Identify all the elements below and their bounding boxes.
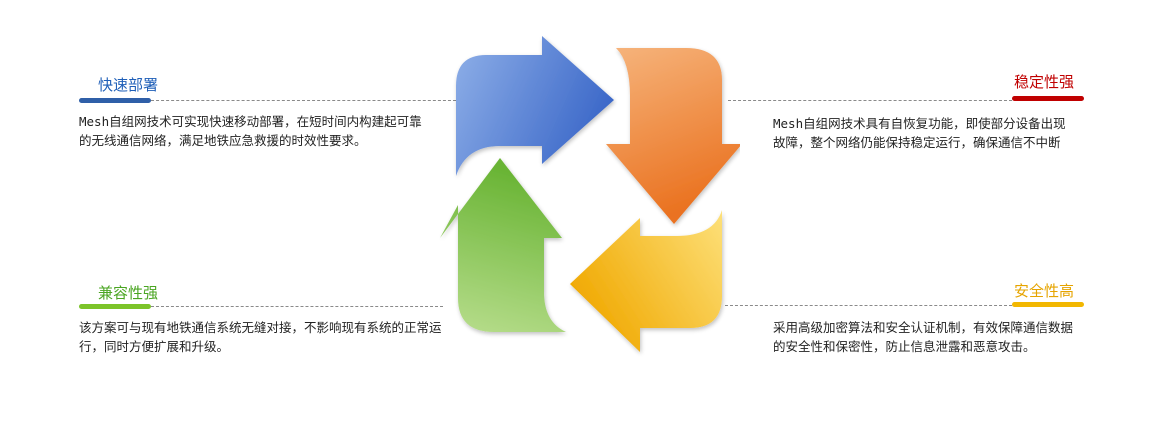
feature-title-security: 安全性高 bbox=[1014, 282, 1075, 300]
blue-arrow bbox=[456, 36, 614, 176]
feature-bar-security bbox=[1012, 302, 1084, 307]
feature-title-fast-deploy: 快速部署 bbox=[98, 76, 159, 94]
feature-desc-security: 采用高级加密算法和安全认证机制，有效保障通信数据的安全性和保密性，防止信息泄露和… bbox=[773, 320, 1074, 354]
feature-connector-compatibility bbox=[151, 306, 443, 307]
feature-desc-compatibility: 该方案可与现有地铁通信系统无缝对接，不影响现有系统的正常运行，同时方便扩展和升级… bbox=[79, 320, 442, 354]
feature-desc-fast-deploy: Mesh自组网技术可实现快速移动部署，在短时间内构建起可靠的无线通信网络，满足地… bbox=[79, 114, 422, 148]
feature-title-compatibility: 兼容性强 bbox=[98, 284, 159, 302]
feature-connector-stability bbox=[728, 100, 1012, 101]
feature-bar-compatibility bbox=[79, 304, 151, 309]
yellow-arrow bbox=[570, 210, 722, 352]
feature-bar-fast-deploy bbox=[79, 98, 151, 103]
feature-connector-security bbox=[725, 305, 1012, 306]
cycle-diagram bbox=[440, 36, 740, 352]
green-arrow bbox=[440, 158, 566, 332]
feature-bar-stability bbox=[1012, 96, 1084, 101]
orange-arrow bbox=[606, 48, 740, 224]
feature-title-stability: 稳定性强 bbox=[1014, 73, 1075, 91]
feature-connector-fast-deploy bbox=[151, 100, 456, 101]
feature-desc-stability: Mesh自组网技术具有自恢复功能，即使部分设备出现故障，整个网络仍能保持稳定运行… bbox=[773, 116, 1066, 150]
